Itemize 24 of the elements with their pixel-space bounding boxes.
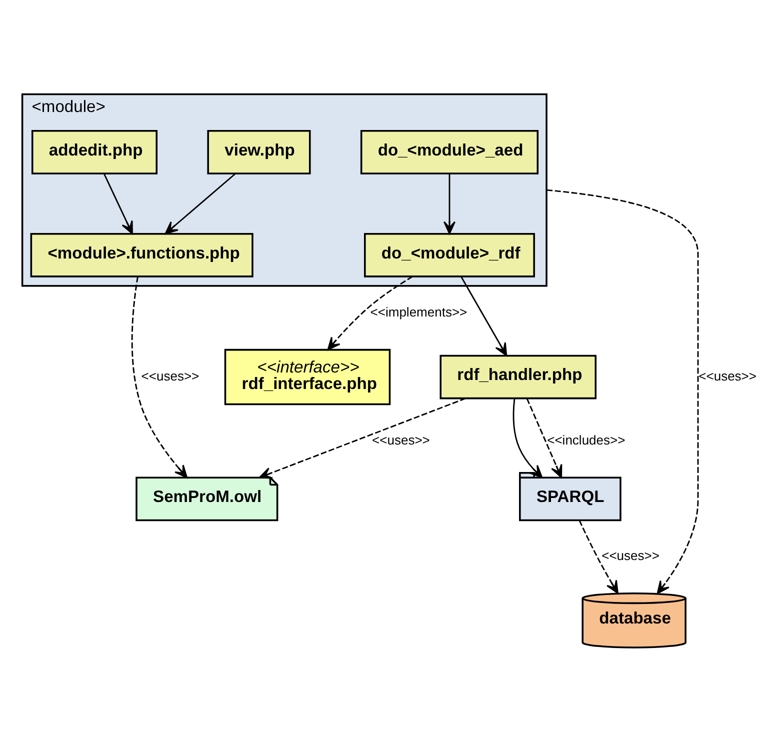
arrow <box>443 173 456 234</box>
arrow <box>131 276 188 478</box>
arrow <box>526 398 562 478</box>
arrow <box>546 188 699 594</box>
arrow <box>258 397 466 478</box>
arrow <box>460 276 508 356</box>
node-box: rdf_handler.php <box>440 354 597 399</box>
node-box: do_<module>_aed <box>360 130 539 174</box>
edge-label: <<implements>> <box>370 304 468 319</box>
edge-label: <<includes>> <box>547 432 626 447</box>
edge-label: <<uses>> <box>602 548 660 563</box>
node-box: <<interface>> rdf_interface.php <box>224 348 391 405</box>
node-box: do_<module>_rdf <box>364 232 535 277</box>
node-box: view.php <box>207 130 311 174</box>
edge-label: <<uses>> <box>372 432 430 447</box>
arrow <box>578 520 618 594</box>
node-box: <module>.functions.php <box>30 232 254 277</box>
node-box: addedit.php <box>31 130 158 174</box>
arrow <box>164 172 236 234</box>
arrow <box>103 172 133 234</box>
arrow <box>327 275 413 350</box>
edge-label: <<uses>> <box>698 368 756 383</box>
arrow <box>512 398 543 478</box>
edge-label: <<uses>> <box>141 368 200 383</box>
